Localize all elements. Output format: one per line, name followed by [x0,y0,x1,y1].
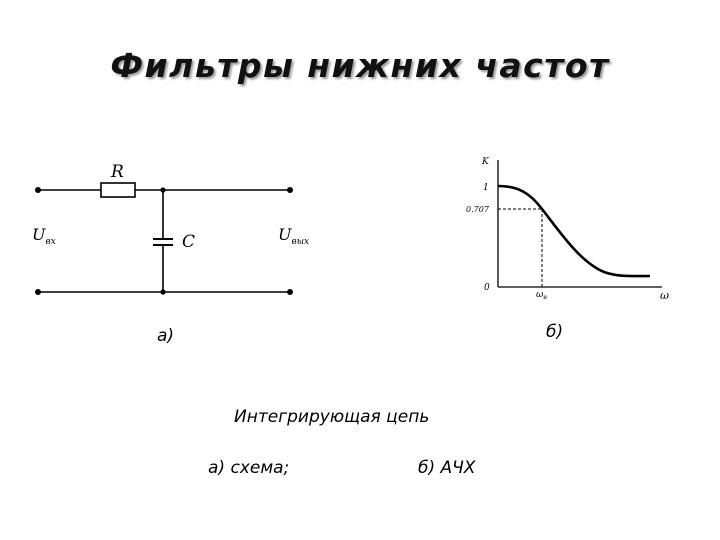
y-axis-label: K [481,157,490,167]
input-terminal-top [35,187,41,193]
capacitor-label: C [182,232,195,252]
junction-bottom [160,289,166,295]
amplitude-response-curve [497,184,651,278]
slide-title: Фильтры нижних частот [110,46,610,85]
circuit-nodes [35,187,293,295]
output-terminal-top [287,187,293,193]
description-part-a: а) схема; [208,458,290,478]
output-voltage-label: Uвых [278,225,309,247]
junction-top [160,187,166,193]
resistor [100,182,136,198]
output-terminal-bottom [287,289,293,295]
x-axis-label: ω [660,289,669,302]
description-part-b: б) АЧХ [418,458,476,478]
y-tick-0707: 0.707 [466,205,490,214]
response-caption: б) [546,322,564,342]
input-terminal-bottom [35,289,41,295]
y-tick-1: 1 [483,183,489,193]
input-voltage-label: Uвх [32,225,56,247]
cutoff-frequency-label: ωв [536,290,547,301]
description-heading: Интегрирующая цепь [234,407,430,427]
frequency-response-plot [497,160,662,288]
origin-label: 0 [484,283,490,293]
resistor-label: R [110,162,124,182]
circuit-caption: а) [157,326,175,346]
rc-circuit [38,182,290,293]
